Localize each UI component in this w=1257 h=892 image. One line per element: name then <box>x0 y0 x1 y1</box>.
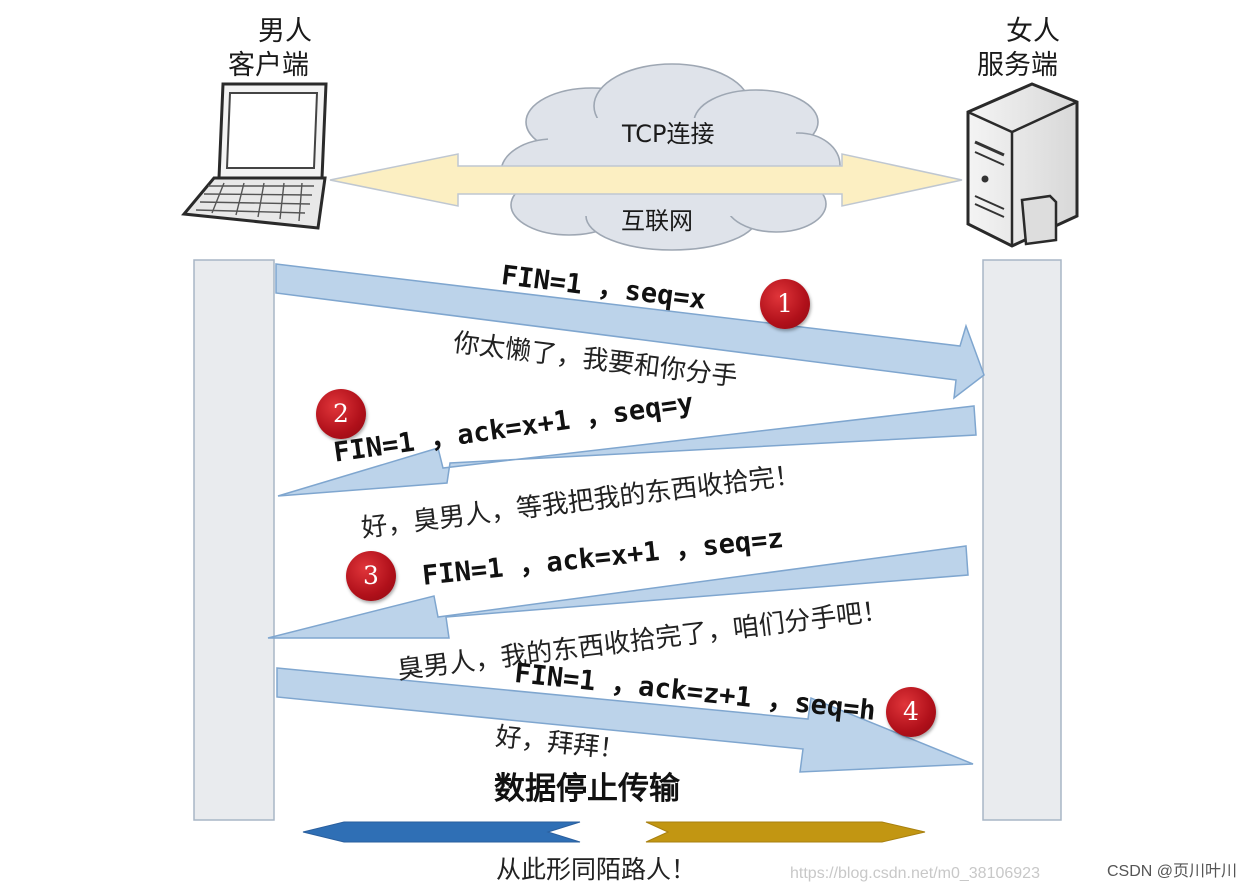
step-3-number: 3 <box>363 561 379 590</box>
step-2-arrow <box>277 405 977 497</box>
client-title: 男人 <box>258 16 312 47</box>
step-4-badge: 4 <box>886 687 936 737</box>
server-title: 女人 <box>1006 16 1060 47</box>
step-1-number: 1 <box>777 289 793 318</box>
step-1-arrow <box>275 263 985 400</box>
csdn-credit: CSDN @页川叶川 <box>1107 863 1238 880</box>
bottom-right-arrow <box>645 821 926 843</box>
bottom-left-arrow <box>302 821 581 843</box>
step-1-badge: 1 <box>760 279 810 329</box>
client-subtitle: 客户端 <box>228 50 309 81</box>
internet-label: 互联网 <box>621 207 693 235</box>
server-timeline-bar <box>982 259 1062 821</box>
step-2-badge: 2 <box>316 389 366 439</box>
server-icon <box>966 82 1079 248</box>
strangers-caption: 从此形同陌路人！ <box>496 855 697 884</box>
step-2-number: 2 <box>333 399 349 428</box>
server-subtitle: 服务端 <box>977 50 1058 81</box>
step-3-arrow <box>267 545 969 639</box>
step-4-number: 4 <box>903 697 919 726</box>
step-4-arrow <box>276 667 974 773</box>
data-stop-title: 数据停止传输 <box>494 771 680 807</box>
tcp-connection-label: TCP连接 <box>622 120 715 148</box>
laptop-icon <box>181 82 328 230</box>
watermark-url: https://blog.csdn.net/m0_38106923 <box>790 865 1040 882</box>
tcp-connection-arrow <box>329 153 963 207</box>
client-timeline-bar <box>193 259 275 821</box>
step-3-badge: 3 <box>346 551 396 601</box>
